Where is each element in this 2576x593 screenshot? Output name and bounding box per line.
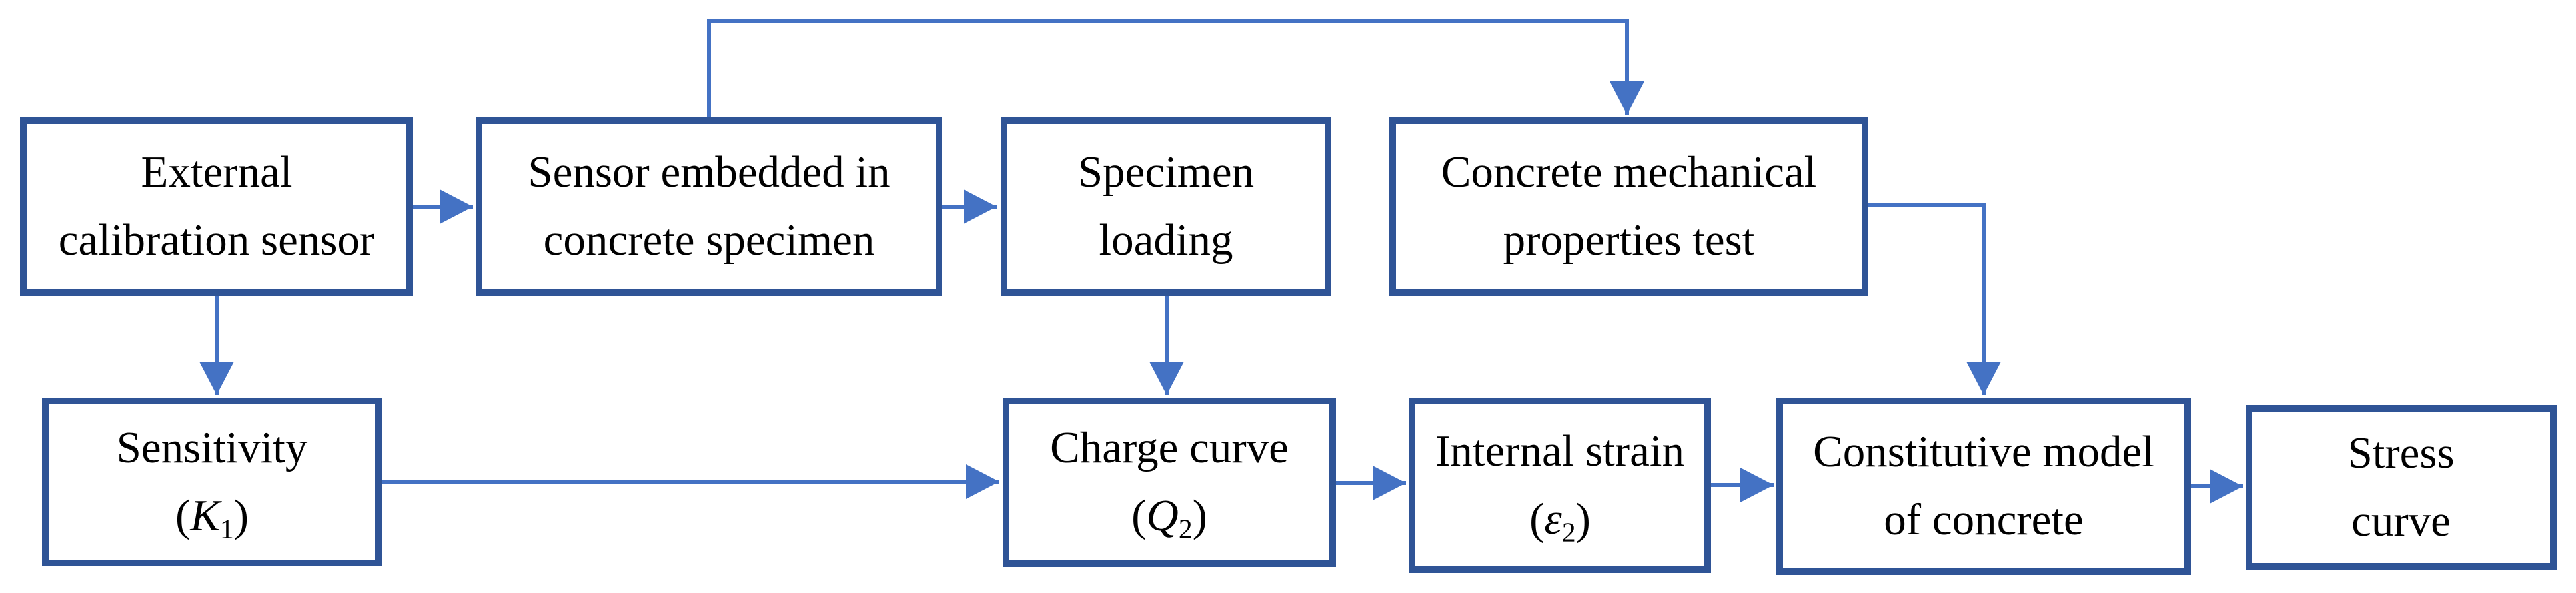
- node-external-line1: External: [141, 147, 293, 197]
- math-symbol-epsilon: ε: [1544, 494, 1562, 544]
- node-specimen-loading: Specimen loading: [1001, 117, 1331, 296]
- node-sensitivity-math: (K1): [175, 482, 249, 550]
- math-symbol-k: K: [190, 490, 220, 540]
- node-external-calibration-sensor: External calibration sensor: [20, 117, 413, 296]
- node-sensor-line1: Sensor embedded in: [528, 147, 890, 197]
- node-internal-line1: Internal strain: [1435, 426, 1684, 476]
- node-internal-strain-e2: Internal strain (ε2): [1409, 398, 1711, 573]
- paren-close: ): [1575, 494, 1591, 544]
- node-concrete-mechanical-properties-test: Concrete mechanical properties test: [1389, 117, 1868, 296]
- paren-open: (: [1131, 491, 1147, 540]
- node-stress-line2: curve: [2351, 496, 2451, 546]
- node-constitutive-line1: Constitutive model: [1813, 427, 2154, 477]
- math-symbol-q: Q: [1146, 491, 1179, 540]
- node-internal-math: (ε2): [1529, 486, 1591, 554]
- node-concrete-line1: Concrete mechanical: [1441, 147, 1817, 197]
- node-constitutive-line2: of concrete: [1884, 495, 2084, 544]
- paren-close: ): [233, 490, 249, 540]
- node-charge-curve-q2: Charge curve (Q2): [1003, 398, 1336, 567]
- node-stress-line1: Stress: [2347, 428, 2455, 478]
- math-subscript: 2: [1561, 516, 1576, 548]
- node-stress-curve: Stress curve: [2246, 405, 2557, 570]
- node-specimen-line1: Specimen: [1077, 147, 1255, 197]
- node-sensitivity-line1: Sensitivity: [116, 422, 308, 472]
- node-sensor-embedded-in-concrete-specimen: Sensor embedded in concrete specimen: [476, 117, 942, 296]
- node-charge-math: (Q2): [1131, 482, 1207, 550]
- node-sensitivity-k1: Sensitivity (K1): [42, 398, 382, 566]
- math-subscript: 2: [1178, 513, 1193, 544]
- node-concrete-line2: properties test: [1503, 215, 1755, 265]
- edge-concrete-test-to-constitutive: [1868, 203, 2001, 395]
- paren-open: (: [175, 490, 191, 540]
- math-subscript: 1: [219, 513, 234, 544]
- node-sensor-line2: concrete specimen: [543, 215, 875, 265]
- paren-close: ): [1192, 491, 1207, 540]
- node-external-line2: calibration sensor: [58, 215, 375, 265]
- node-specimen-line2: loading: [1099, 215, 1233, 265]
- node-charge-line1: Charge curve: [1050, 423, 1289, 473]
- paren-open: (: [1529, 494, 1545, 544]
- edge-sensor-to-concrete-test: [707, 19, 1644, 117]
- node-constitutive-model-of-concrete: Constitutive model of concrete: [1776, 398, 2191, 575]
